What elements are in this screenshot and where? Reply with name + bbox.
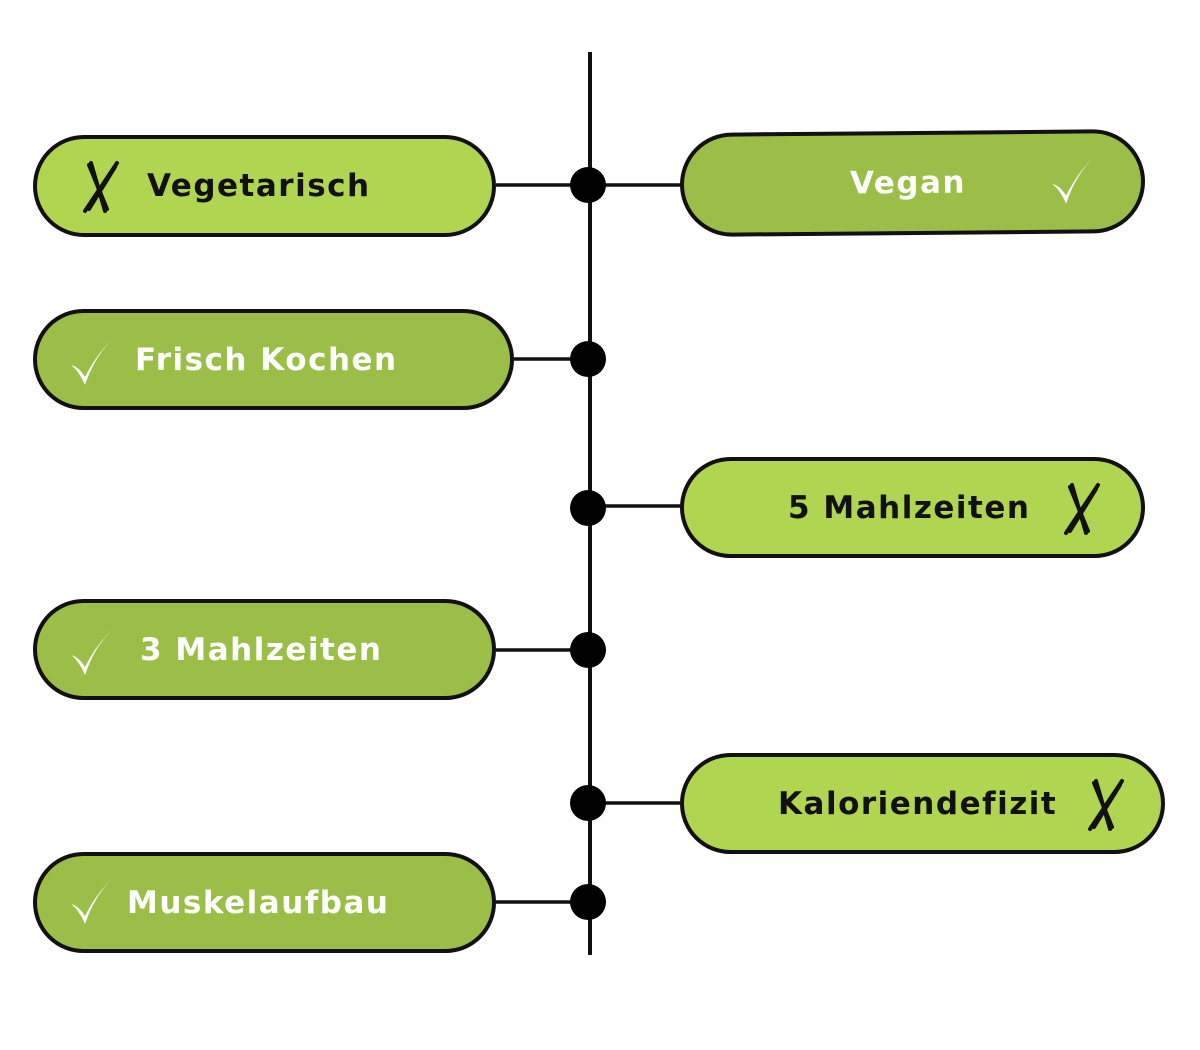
item-frisch-kochen: Frisch Kochen [33,309,514,410]
item-label: Vegetarisch [147,168,371,204]
check-icon [71,627,115,675]
timeline-dot [570,490,606,526]
item-3-mahlzeiten: 3 Mahlzeiten [33,599,496,700]
item-vegetarisch: Vegetarisch [33,135,496,237]
timeline-dot [570,632,606,668]
x-icon [83,161,119,213]
item-vegan: Vegan [679,128,1146,238]
timeline-dot [570,341,606,377]
check-icon [71,337,115,385]
timeline-dot [570,884,606,920]
check-icon [71,876,115,924]
check-icon [1052,155,1096,204]
item-kaloriendefizit: Kaloriendefizit [680,753,1165,854]
item-label: Frisch Kochen [135,341,398,378]
item-label: 5 Mahlzeiten [788,489,1031,526]
item-5-mahlzeiten: 5 Mahlzeiten [680,457,1145,558]
timeline-dot [570,167,606,203]
x-icon [1088,779,1124,831]
item-label: Vegan [849,164,967,202]
item-label: 3 Mahlzeiten [140,631,383,668]
x-icon [1064,483,1100,535]
timeline-dot [570,785,606,821]
item-label: Muskelaufbau [127,884,390,921]
item-muskelaufbau: Muskelaufbau [33,852,496,953]
item-label: Kaloriendefizit [778,785,1058,822]
